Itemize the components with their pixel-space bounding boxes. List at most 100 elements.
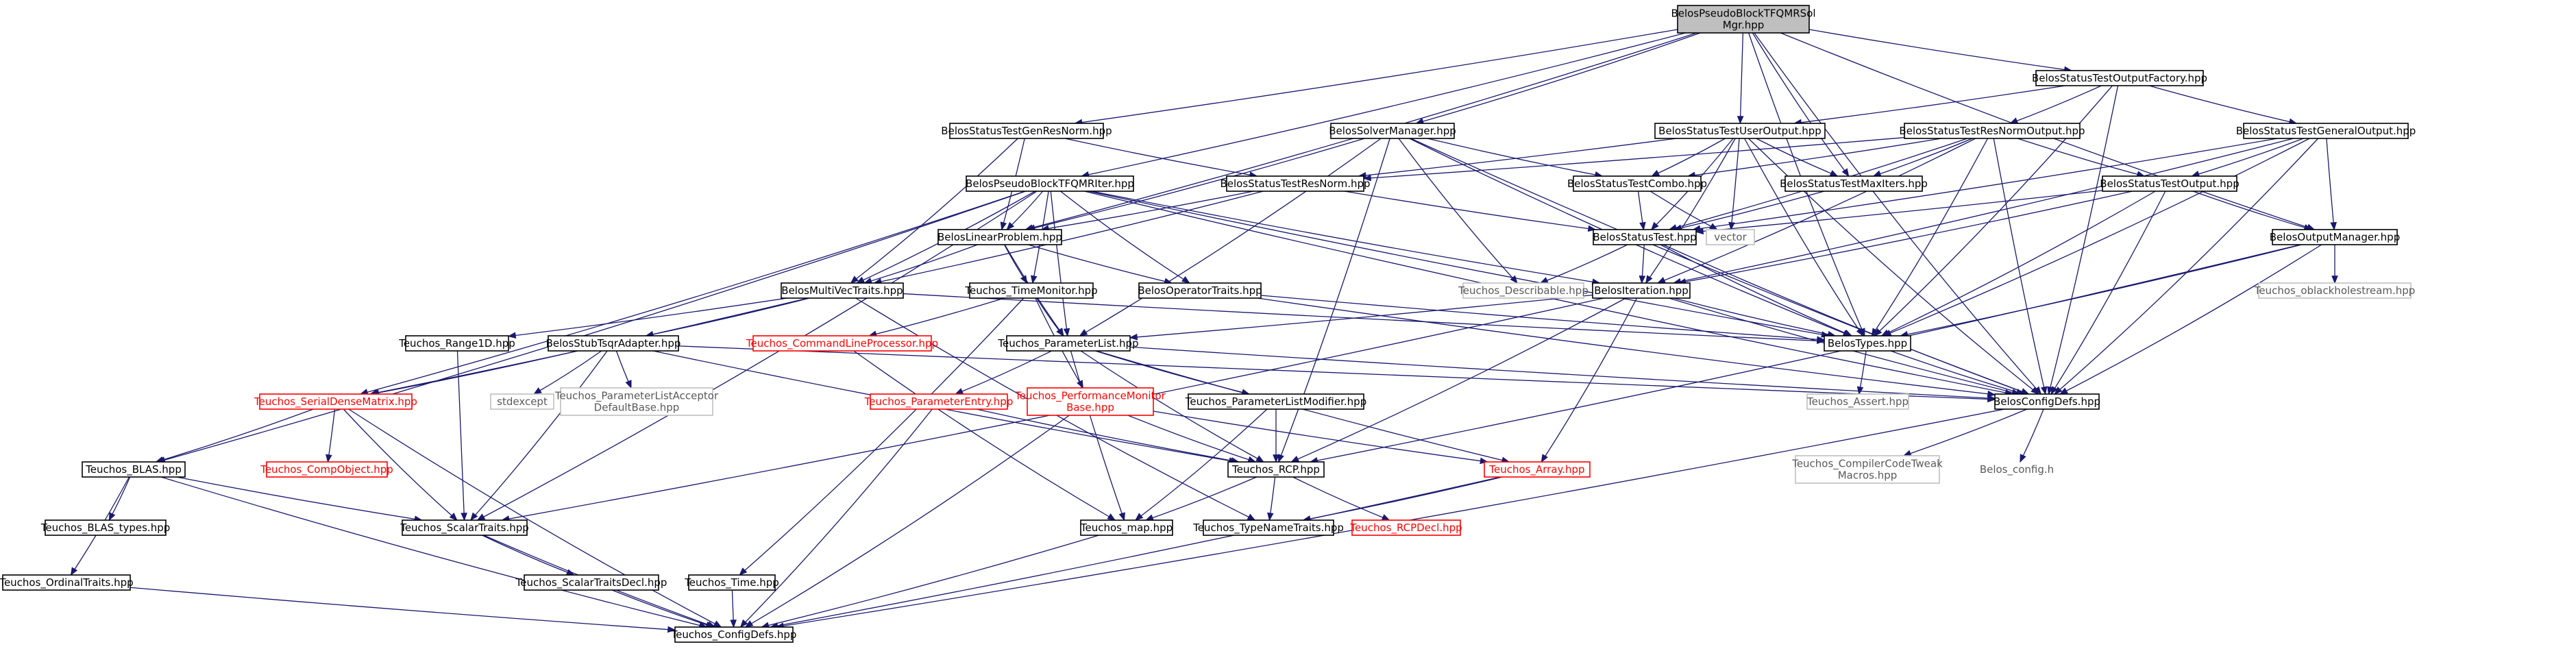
arrowhead-res_norm_output-to-iteration [1656, 277, 1666, 284]
edge-stub_tsqr-to-belos_config [678, 345, 1996, 400]
node-array[interactable]: Teuchos_Array.hpp [1484, 461, 1591, 478]
edge-cmdline-to-map [853, 350, 1116, 521]
node-stub-tsqr[interactable]: BelosStubTsqrAdapter.hpp [546, 335, 681, 352]
arrowhead-linear_problem-to-time_monitor [1020, 275, 1028, 284]
edge-solver_manager-to-combo [1427, 138, 1603, 177]
node-multivec[interactable]: BelosMultiVecTraits.hpp [781, 282, 904, 299]
edge-serial_dense-to-blas [156, 408, 314, 463]
node-ordinal-traits[interactable]: Teuchos_OrdinalTraits.hpp [0, 574, 134, 591]
arrowhead-solver_manager-to-rcp [1277, 454, 1284, 463]
edge-multivec-to-belos_types [903, 293, 1825, 342]
node-vector[interactable]: vector [1706, 229, 1755, 245]
node-label: Mgr.hpp [1723, 19, 1765, 32]
node-comp-object[interactable]: Teuchos_CompObject.hpp [260, 461, 393, 478]
edge-param_list-to-rcp [1080, 350, 1264, 463]
node-gen-res-norm[interactable]: BelosStatusTestGenResNorm.hpp [941, 123, 1112, 139]
node-label: Base.hpp [1066, 402, 1114, 414]
edge-status_test-to-describable [1540, 244, 1628, 284]
node-output-manager[interactable]: BelosOutputManager.hpp [2270, 229, 2400, 245]
node-describable[interactable]: Teuchos_Describable.hpp [1458, 282, 1588, 299]
node-oblackhole[interactable]: Teuchos_oblackholestream.hpp [2254, 282, 2416, 299]
node-label: BelosIteration.hpp [1594, 284, 1689, 297]
node-label: BelosConfigDefs.hpp [1994, 395, 2100, 408]
edge-output_factory-to-belos_config [2048, 85, 2119, 395]
node-plist-modifier[interactable]: Teuchos_ParameterListModifier.hpp [1185, 393, 1366, 410]
edge-belos_config-to-belos_config_h [2020, 408, 2044, 463]
node-time-monitor[interactable]: Teuchos_TimeMonitor.hpp [964, 282, 1098, 299]
node-box [1462, 282, 1584, 299]
edge-linear_problem-to-multivec [864, 244, 978, 284]
edge-res_norm_output-to-test_output [2017, 138, 2145, 177]
node-operator-traits[interactable]: BelosOperatorTraits.hpp [1138, 282, 1262, 299]
node-label: DefaultBase.hpp [594, 402, 680, 414]
node-res-norm[interactable]: BelosStatusTestResNorm.hpp [1220, 175, 1371, 192]
node-belos-types[interactable]: BelosTypes.hpp [1824, 335, 1911, 352]
node-tfqmr-iter[interactable]: BelosPseudoBlockTFQMRIter.hpp [966, 175, 1134, 192]
edge-output_factory-to-res_norm_output [2010, 85, 2102, 124]
arrowhead-rcp-to-rcp_decl [1381, 514, 1390, 521]
node-box [1592, 282, 1691, 299]
node-combo[interactable]: BelosStatusTestCombo.hpp [1567, 175, 1707, 192]
node-scalar-traits[interactable]: Teuchos_ScalarTraits.hpp [400, 519, 529, 536]
node-label: BelosStatusTest.hpp [1593, 231, 1696, 243]
node-box [1027, 387, 1154, 416]
arrowhead-operator_traits-to-belos_types [1816, 336, 1826, 343]
node-belos-config-h[interactable]: Belos_config.h [1976, 462, 2058, 477]
edge-output_manager-to-rcp [1310, 244, 2301, 463]
node-assert[interactable]: Teuchos_Assert.hpp [1806, 393, 1909, 410]
node-box [752, 335, 932, 352]
arrowhead-perf_monitor-to-rcp [1247, 456, 1257, 463]
edge-gen_res_norm-to-multivec [850, 138, 1018, 284]
node-blas-types[interactable]: Teuchos_BLAS_types.hpp [40, 519, 171, 536]
node-box [402, 519, 528, 536]
node-time[interactable]: Teuchos_Time.hpp [684, 574, 779, 591]
edge-test_output-to-iteration [1678, 191, 2133, 284]
arrowhead-res_norm_output-to-max_iters [1872, 170, 1882, 177]
arrowhead-user_output-to-belos_types [1856, 328, 1864, 337]
node-linear-problem[interactable]: BelosLinearProblem.hpp [937, 229, 1062, 245]
node-belos-config[interactable]: BelosConfigDefs.hpp [1994, 393, 2100, 410]
node-box [969, 282, 1094, 299]
node-label: Teuchos_CompObject.hpp [260, 463, 393, 476]
node-range1d[interactable]: Teuchos_Range1D.hpp [398, 335, 515, 352]
node-output-factory[interactable]: BelosStatusTestOutputFactory.hpp [2032, 70, 2207, 86]
node-plist-acceptor[interactable]: Teuchos_ParameterListAcceptorDefaultBase… [554, 387, 719, 416]
edge-test_output-to-status_test [1695, 190, 2103, 233]
node-status-test[interactable]: BelosStatusTest.hpp [1593, 229, 1697, 245]
edge-param_list-to-param_entry [955, 350, 1052, 395]
node-blas[interactable]: Teuchos_BLAS.hpp [82, 461, 186, 478]
node-max-iters[interactable]: BelosStatusTestMaxIters.hpp [1780, 175, 1928, 192]
edge-res_norm_output-to-res_norm [1363, 137, 1905, 180]
arrowhead-iteration-to-rcp [1290, 455, 1300, 463]
node-test-output[interactable]: BelosStatusTestOutput.hpp [2100, 175, 2240, 192]
node-param-entry[interactable]: Teuchos_ParameterEntry.hpp [864, 393, 1014, 410]
node-general-output[interactable]: BelosStatusTestGeneralOutput.hpp [2236, 123, 2416, 139]
node-cmdline[interactable]: Teuchos_CommandLineProcessor.hpp [746, 335, 938, 352]
arrowhead-perf_monitor-to-teuchos_config [744, 620, 754, 628]
node-typename-traits[interactable]: Teuchos_TypeNameTraits.hpp [1192, 519, 1344, 536]
edge-user_output-to-belos_types [1744, 138, 1863, 336]
edge-tfqmr_iter-to-belos_types [1088, 191, 1829, 336]
node-param-list[interactable]: Teuchos_ParameterList.hpp [997, 335, 1139, 352]
node-rcp-decl[interactable]: Teuchos_RCPDecl.hpp [1349, 519, 1462, 536]
node-iteration[interactable]: BelosIteration.hpp [1592, 282, 1691, 299]
node-res-norm-output[interactable]: BelosStatusTestResNormOutput.hpp [1899, 123, 2085, 139]
edge-test_output-to-output_manager [2192, 191, 2312, 230]
node-rcp[interactable]: Teuchos_RCP.hpp [1227, 461, 1325, 478]
node-label: Teuchos_map.hpp [1080, 522, 1173, 535]
node-solver-manager[interactable]: BelosSolverManager.hpp [1329, 123, 1456, 139]
edge-res_norm-to-status_test [1344, 191, 1596, 230]
node-teuchos-config[interactable]: Teuchos_ConfigDefs.hpp [671, 626, 797, 643]
edge-output_manager-to-belos_types [1900, 244, 2302, 336]
node-stdexcept[interactable]: stdexcept [490, 393, 554, 410]
node-label: BelosStatusTestResNormOutput.hpp [1899, 125, 2085, 137]
node-user-output[interactable]: BelosStatusTestUserOutput.hpp [1654, 123, 1826, 139]
node-scalar-traits-decl[interactable]: Teuchos_ScalarTraitsDecl.hpp [515, 574, 667, 591]
node-box [2243, 123, 2409, 139]
node-map[interactable]: Teuchos_map.hpp [1080, 519, 1173, 536]
node-serial-dense[interactable]: Teuchos_SerialDenseMatrix.hpp [254, 393, 417, 410]
node-box [82, 461, 186, 478]
